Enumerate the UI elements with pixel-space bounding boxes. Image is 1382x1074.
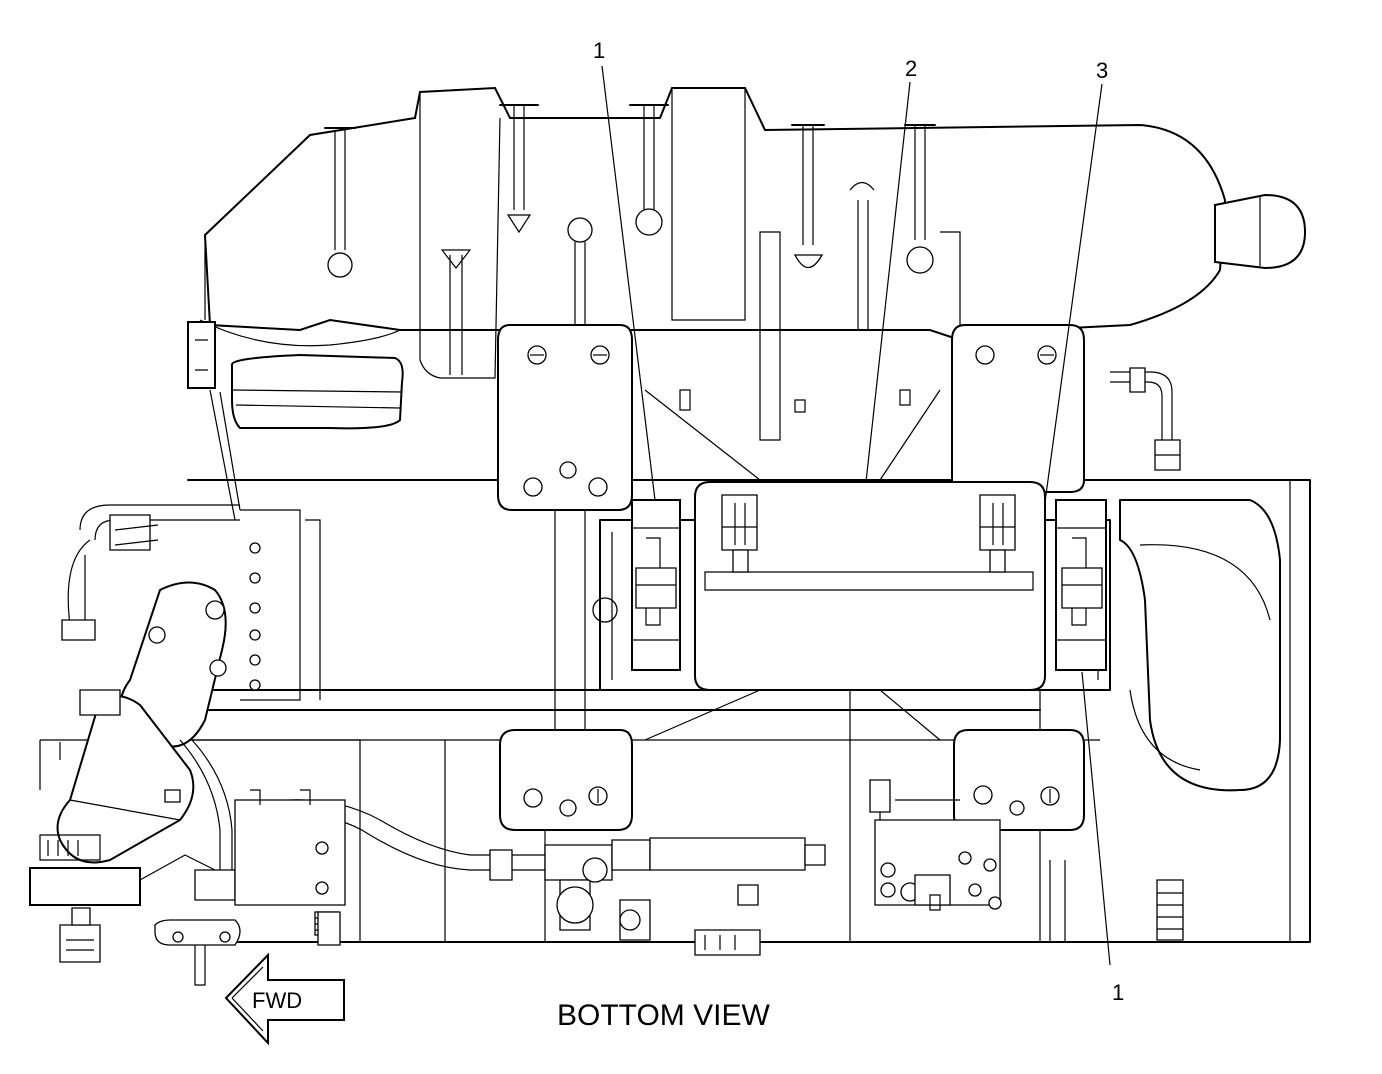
fwd-arrow: FWD <box>224 952 345 1046</box>
upper-right-bracket <box>951 324 1085 493</box>
stud-fastener <box>849 181 875 330</box>
callout-3: 3 <box>1096 58 1108 83</box>
stud-fastener <box>567 217 593 330</box>
bolt-column <box>249 542 261 691</box>
stud-fastener <box>324 127 356 278</box>
left-hose-assembly <box>187 321 404 521</box>
left-actuator-assembly <box>56 504 240 890</box>
clamp-left <box>631 499 681 671</box>
clamp-right <box>1055 499 1107 671</box>
threaded-plug <box>317 911 341 946</box>
lower-left-sensor-cluster <box>29 834 241 986</box>
central-component <box>694 481 1046 691</box>
stud-fastener <box>440 249 472 375</box>
lower-left-bracket <box>499 729 633 831</box>
callout-2: 2 <box>905 56 917 81</box>
view-caption: BOTTOM VIEW <box>557 999 770 1032</box>
fuel-line <box>234 799 826 956</box>
stud-fastener <box>791 124 825 269</box>
intake-plenum <box>199 86 1307 441</box>
callout-1-bottom: 1 <box>1112 980 1124 1005</box>
electronics-module <box>869 779 1002 911</box>
right-tube-fitting <box>1110 367 1181 471</box>
stud-fastener <box>904 124 936 274</box>
strap-hook <box>979 494 1016 573</box>
callout-leaders <box>601 65 1111 966</box>
fwd-label: FWD <box>252 988 302 1013</box>
threaded-plug <box>1156 879 1184 941</box>
strap-hook <box>721 494 758 573</box>
stud-fastener <box>499 104 539 234</box>
stud-fastener <box>629 104 669 236</box>
lower-right-bracket <box>953 729 1085 831</box>
callout-1-top: 1 <box>593 38 605 63</box>
